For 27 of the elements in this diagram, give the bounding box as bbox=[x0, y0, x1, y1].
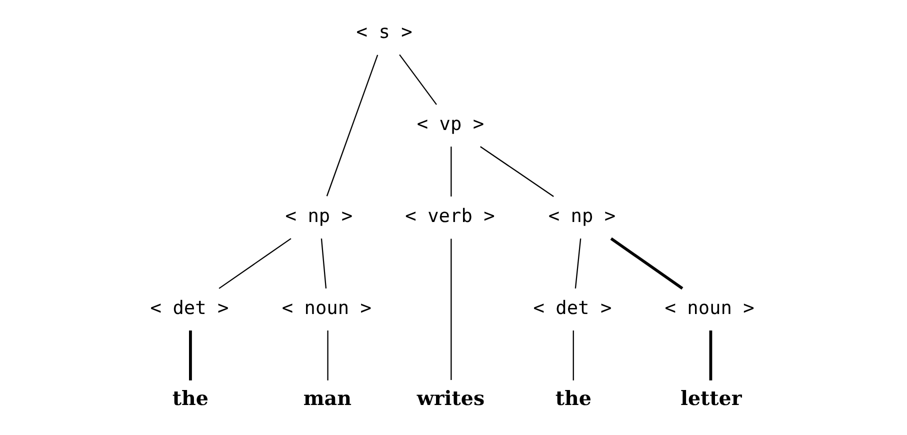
node-text: < noun > bbox=[664, 298, 754, 319]
connector bbox=[709, 330, 712, 380]
connector bbox=[610, 237, 684, 290]
connector bbox=[399, 54, 437, 105]
connector bbox=[480, 146, 554, 197]
connector bbox=[327, 330, 328, 380]
node-text: man bbox=[303, 386, 352, 410]
node-text: < np > bbox=[285, 206, 353, 227]
node-text: the bbox=[555, 386, 592, 410]
node-text: < vp > bbox=[416, 114, 484, 135]
node-text: < noun > bbox=[282, 298, 372, 319]
node-text: letter bbox=[680, 386, 742, 410]
node-text: the bbox=[172, 386, 209, 410]
connector bbox=[450, 146, 452, 196]
connector bbox=[320, 238, 327, 288]
node-text: < verb > bbox=[405, 206, 495, 227]
connector bbox=[574, 238, 582, 288]
connector bbox=[189, 330, 192, 380]
connector bbox=[326, 54, 378, 196]
node-text: < s > bbox=[356, 22, 412, 44]
connector bbox=[450, 238, 452, 380]
connector bbox=[572, 330, 574, 380]
node-text: < det > bbox=[533, 298, 612, 319]
connector bbox=[218, 238, 292, 289]
node-text: writes bbox=[416, 386, 485, 410]
node-text: < np > bbox=[548, 206, 616, 227]
node-text: < det > bbox=[150, 298, 229, 319]
